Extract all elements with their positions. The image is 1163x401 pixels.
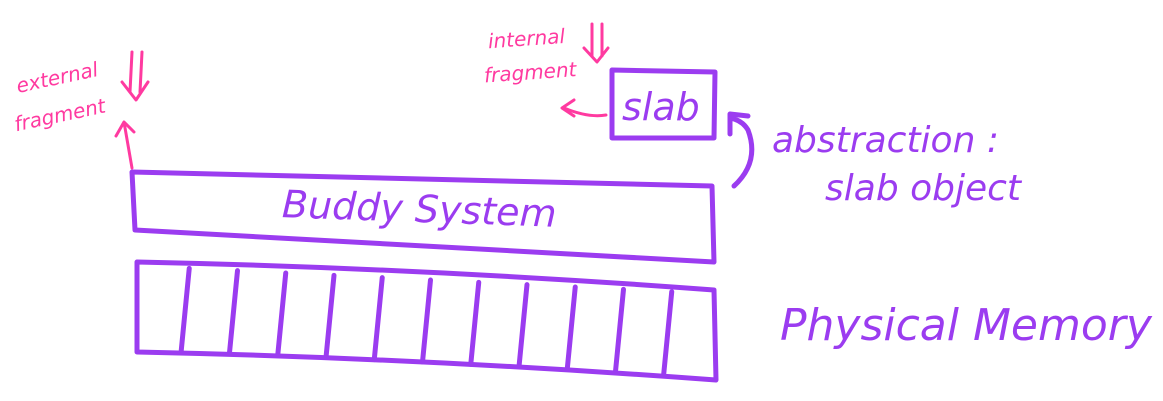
slab-outline: [609, 67, 718, 141]
abstraction-arrow-head: [727, 111, 751, 137]
memory-frame-divider: [420, 277, 433, 365]
slab-block: slab: [609, 67, 718, 141]
internal-fragment-left-arrow: [560, 98, 608, 118]
external-fragment-up-arrow: [114, 120, 136, 170]
memory-frame-divider: [613, 286, 626, 374]
internal-fragment-annotation: internal fragment: [483, 22, 610, 118]
buddy-system-block: Buddy System: [129, 169, 717, 265]
abstraction-arrow: [727, 111, 755, 189]
memory-frame-divider: [178, 265, 192, 353]
buddy-system-outline: [129, 169, 717, 265]
external-fragment-annotation: external fragment: [12, 50, 150, 170]
memory-frame-divider: [661, 289, 675, 377]
memory-frame-divider: [371, 275, 385, 363]
physical-memory-block: [134, 259, 719, 383]
abstraction-arrow-curve: [727, 115, 755, 189]
memory-frame-divider: [227, 268, 240, 356]
memory-frame-divider: [516, 282, 530, 370]
external-fragment-label-line1: external: [14, 57, 101, 98]
external-fragment-down-arrow: [120, 50, 150, 102]
abstraction-label: abstraction :: [772, 120, 999, 161]
memory-frame-divider: [468, 279, 482, 367]
memory-frame-divider: [564, 284, 578, 372]
memory-frame-divider: [275, 270, 289, 358]
slab-object-label: slab object: [825, 168, 1023, 209]
slab-label: slab: [622, 85, 700, 129]
external-fragment-label-line2: fragment: [12, 93, 109, 136]
memory-frame-dividers: [178, 265, 675, 377]
internal-fragment-label-line2: fragment: [483, 57, 578, 87]
physical-memory-label: Physical Memory: [780, 300, 1153, 351]
internal-fragment-down-arrow: [582, 22, 610, 64]
internal-fragment-label-line1: internal: [487, 24, 566, 53]
memory-frame-divider: [323, 272, 337, 360]
physical-memory-outline: [134, 259, 719, 383]
buddy-system-label: Buddy System: [281, 182, 557, 236]
